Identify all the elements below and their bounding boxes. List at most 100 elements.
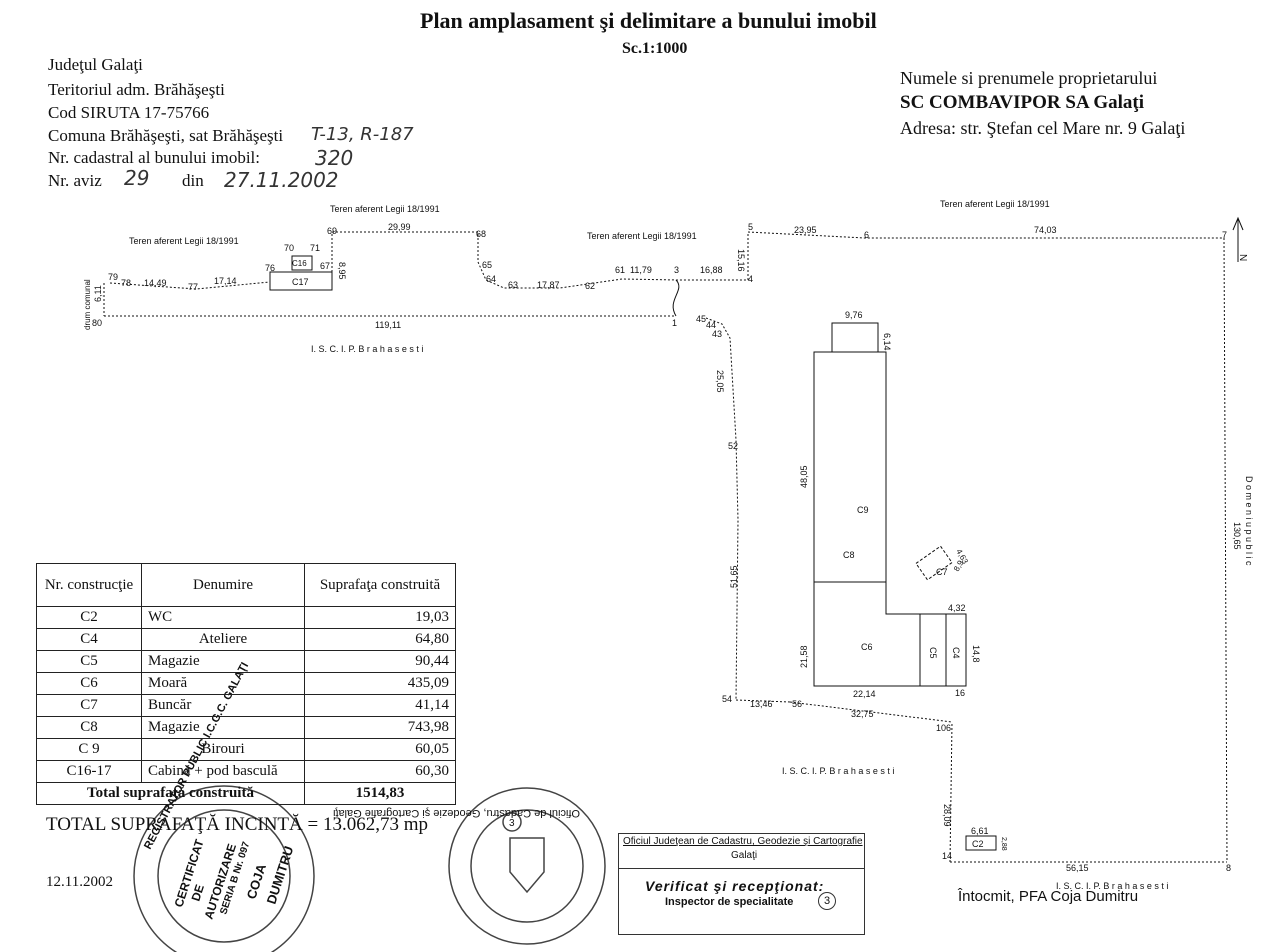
row-suprafata: 41,14 [304, 694, 456, 717]
table-row: C16-17 Cabină + pod basculă 60,30 [36, 760, 456, 783]
pt-45: 45 [696, 314, 706, 324]
pt-56: 56 [792, 699, 802, 709]
oficiu-stamp [448, 787, 606, 945]
row-denumire: Moară [141, 672, 305, 695]
header-siruta: Cod SIRUTA 17-75766 [48, 103, 210, 122]
pt-78: 78 [121, 278, 131, 288]
boundary-79-76 [109, 281, 271, 290]
table-total-row: Total suprafaţă construită 1514,83 [36, 782, 456, 805]
row-suprafata: 743,98 [304, 716, 456, 739]
building-c17 [269, 271, 333, 291]
iscip-label-3: I. S. C. I. P. B r a h a s e s t i [1056, 881, 1168, 891]
dim-1449: 14,49 [144, 278, 167, 288]
pt-7: 7 [1222, 230, 1227, 240]
header-commune: Comuna Brăhăşeşti, sat Brăhăşeşti [48, 126, 284, 145]
label-c6: C6 [861, 642, 873, 652]
verif-number: 3 [818, 892, 836, 910]
boundary-diag [789, 701, 953, 723]
dim-2395: 23,95 [794, 225, 817, 235]
table-row: C2 WC 19,03 [36, 606, 456, 629]
col-nr: Nr. construcţie [36, 563, 142, 607]
building-c2 [965, 835, 997, 851]
row-nr: C5 [36, 650, 142, 673]
row-denumire: Magazie [141, 716, 305, 739]
row-suprafata: 90,44 [304, 650, 456, 673]
row-nr: C8 [36, 716, 142, 739]
pt-64: 64 [486, 274, 496, 284]
dim-5165: 51,65 [729, 565, 739, 588]
building-c7 [915, 545, 953, 581]
col-denumire: Denumire [141, 563, 305, 607]
label-c17: C17 [292, 277, 309, 287]
pt-71: 71 [310, 243, 320, 253]
row-suprafata: 60,30 [304, 760, 456, 783]
owner-name: SC COMBAVIPOR SA Galaţi [900, 92, 1145, 113]
dim-11911: 119,11 [375, 320, 401, 330]
row-nr: C7 [36, 694, 142, 717]
pt-3: 3 [674, 265, 679, 275]
pt-6: 6 [864, 230, 869, 240]
aviz-date: 27.11.2002 [224, 168, 339, 192]
table-row: C6 Moară 435,09 [36, 672, 456, 695]
stamp2-ring: Oficiul de Cadastru, Geodezie şi Cartogr… [333, 807, 580, 819]
pt-67: 67 [320, 261, 330, 271]
aviz-number: 29 [124, 166, 150, 190]
pt-76: 76 [265, 263, 275, 273]
verification-stamp: Oficiul Judeţean de Cadastru, Geodezie ş… [618, 833, 865, 935]
col-suprafata: Suprafaţa construită [304, 563, 456, 607]
table-row: C7 Buncăr 41,14 [36, 694, 456, 717]
stamp1-name2: DUMITRU [264, 844, 297, 906]
dim-2158: 21,58 [799, 645, 809, 668]
pt-44: 44 [706, 320, 716, 330]
total-label: Total suprafaţă construită [36, 782, 305, 805]
pt-63: 63 [508, 280, 518, 290]
label-c8: C8 [843, 550, 855, 560]
label-c4: C4 [951, 647, 961, 659]
dim-2505: 25,05 [715, 370, 725, 393]
row-nr: C 9 [36, 738, 142, 761]
table-header-row: Nr. construcţie Denumire Suprafaţa const… [36, 563, 456, 607]
dim-2809: 28,09 [942, 804, 952, 827]
row-denumire: Birouri [141, 738, 305, 761]
drum-label: drum comunal [83, 279, 92, 330]
dim-5615: 56,15 [1066, 863, 1089, 873]
row-denumire: Cabină + pod basculă [141, 760, 305, 783]
verif-divider [619, 868, 864, 869]
pt-16: 16 [955, 688, 965, 698]
row-nr: C6 [36, 672, 142, 695]
boundary-south-inner [735, 699, 791, 703]
label-c9: C9 [857, 505, 869, 515]
pt-61: 61 [615, 265, 625, 275]
label-c2: C2 [972, 839, 984, 849]
table-row: C5 Magazie 90,44 [36, 650, 456, 673]
total-value: 1514,83 [304, 782, 456, 805]
row-suprafata: 435,09 [304, 672, 456, 695]
dim-288: 2,88 [1000, 837, 1007, 851]
verif-label: Verificat şi recepţionat: [645, 878, 825, 894]
handwritten-tr: T-13, R-187 [311, 124, 414, 145]
pt-54: 54 [722, 694, 732, 704]
label-c7: C7 [936, 567, 948, 577]
svg-text:N: N [1237, 254, 1248, 261]
row-denumire: Ateliere [141, 628, 305, 651]
dim-976: 9,76 [845, 310, 863, 320]
label-c16: C16 [292, 259, 307, 268]
dim-1787: 17,87 [537, 280, 560, 290]
label-c5: C5 [928, 647, 938, 659]
verif-office: Oficiul Judeţean de Cadastru, Geodezie ş… [623, 836, 863, 847]
table-row: C4 Ateliere 64,80 [36, 628, 456, 651]
dim-148: 14,8 [971, 645, 981, 663]
plan-scale: Sc.1:1000 [622, 40, 688, 57]
cadastral-number: 320 [315, 146, 354, 170]
building-c16 [291, 255, 313, 271]
stamp2-number: 3 [509, 818, 515, 829]
dim-895: 8,95 [337, 262, 347, 280]
dim-2999: 29,99 [388, 222, 411, 232]
verif-inspector: Inspector de specialitate [665, 896, 794, 908]
constructions-table: Nr. construcţie Denumire Suprafaţa const… [36, 563, 456, 805]
row-denumire: Magazie [141, 650, 305, 673]
boundary-east [1223, 237, 1228, 863]
row-nr: C16-17 [36, 760, 142, 783]
pt-106: 106 [936, 723, 951, 733]
total-incinta: TOTAL SUPRAFAŢĂ INCINTĂ = 13.062,73 mp [46, 814, 428, 835]
